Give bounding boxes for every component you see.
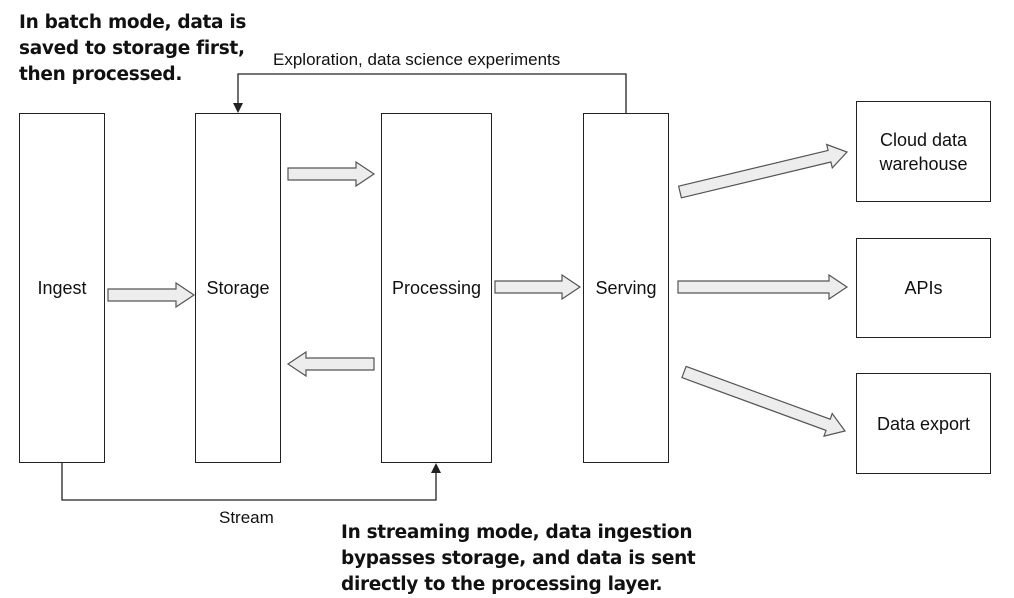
cloud-data-warehouse-label: Cloud data warehouse — [879, 129, 968, 174]
processing-to-storage-arrow — [286, 350, 375, 378]
ingest-box: Ingest — [19, 113, 105, 463]
processing-to-serving-arrow — [494, 273, 582, 301]
batch-note-line: In batch mode, data is — [19, 12, 247, 33]
serving-box: Serving — [583, 113, 669, 463]
serving-to-export-arrow — [681, 365, 847, 437]
cloud-data-warehouse-box: Cloud data warehouse — [856, 101, 991, 202]
batch-note-line: then processed. — [19, 64, 183, 85]
batch-note-line: saved to storage first, — [19, 38, 245, 59]
serving-to-warehouse-arrow — [677, 143, 849, 199]
storage-to-processing-arrow — [287, 160, 376, 188]
ingest-label: Ingest — [37, 278, 87, 298]
streaming-note-line: directly to the processing layer. — [341, 574, 663, 595]
processing-box: Processing — [381, 113, 492, 463]
block-arrows — [107, 143, 849, 437]
batch-mode-note: In batch mode, data is saved to storage … — [19, 10, 246, 88]
stream-label: Stream — [219, 508, 274, 527]
serving-to-apis-arrow — [677, 273, 849, 301]
exploration-label: Exploration, data science experiments — [273, 50, 561, 69]
data-export-label: Data export — [876, 413, 971, 434]
storage-label: Storage — [206, 278, 270, 298]
exploration-arrowhead — [233, 103, 243, 113]
apis-box: APIs — [856, 238, 991, 338]
exploration-connector — [233, 73, 627, 113]
processing-label: Processing — [391, 278, 482, 298]
storage-box: Storage — [195, 113, 281, 463]
serving-label: Serving — [595, 278, 657, 298]
apis-label: APIs — [904, 278, 943, 298]
ingest-to-storage-arrow — [107, 281, 196, 309]
streaming-mode-note: In streaming mode, data ingestion bypass… — [341, 520, 696, 598]
data-export-box: Data export — [856, 373, 991, 474]
streaming-note-line: In streaming mode, data ingestion — [341, 522, 693, 543]
streaming-note-line: bypasses storage, and data is sent — [341, 548, 696, 569]
stream-connector — [61, 463, 441, 501]
stream-arrowhead — [431, 463, 441, 473]
